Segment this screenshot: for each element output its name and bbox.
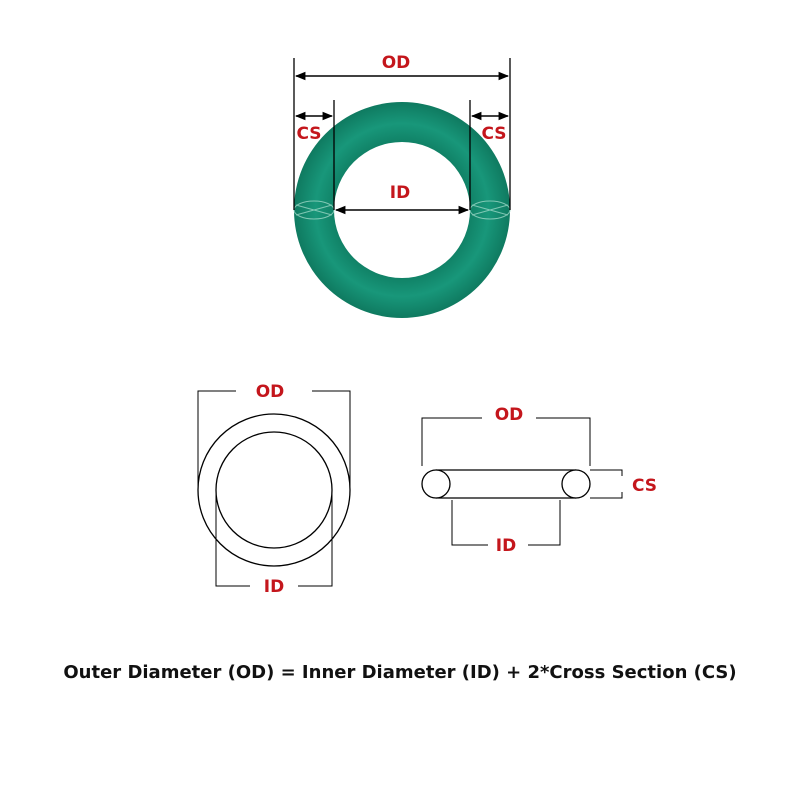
- side-view-figure: OD ID CS: [421, 405, 657, 556]
- top-cs-left-label: CS: [296, 124, 321, 144]
- top-ring-figure: OD CS CS ID: [293, 53, 511, 318]
- green-o-ring: [294, 102, 510, 318]
- front-view-dimension-brackets: [197, 390, 351, 587]
- formula-caption: Outer Diameter (OD) = Inner Diameter (ID…: [63, 662, 737, 683]
- side-view-dimension-brackets: [421, 417, 623, 546]
- front-view-figure: OD ID: [197, 382, 351, 597]
- top-extension-lines: [293, 58, 511, 210]
- front-view-od-label: OD: [256, 382, 285, 402]
- front-view-inner-circle: [215, 431, 333, 549]
- top-id-label: ID: [390, 183, 410, 203]
- top-od-label: OD: [382, 53, 411, 73]
- top-cs-right-label: CS: [481, 124, 506, 144]
- side-view-right-cross-section: [561, 469, 591, 499]
- side-view-od-label: OD: [495, 405, 524, 425]
- side-view-left-cross-section: [421, 469, 451, 499]
- side-view-cs-label: CS: [632, 476, 657, 496]
- front-view-id-label: ID: [264, 577, 284, 597]
- front-view-outer-circle: [197, 413, 351, 567]
- side-view-id-label: ID: [496, 536, 516, 556]
